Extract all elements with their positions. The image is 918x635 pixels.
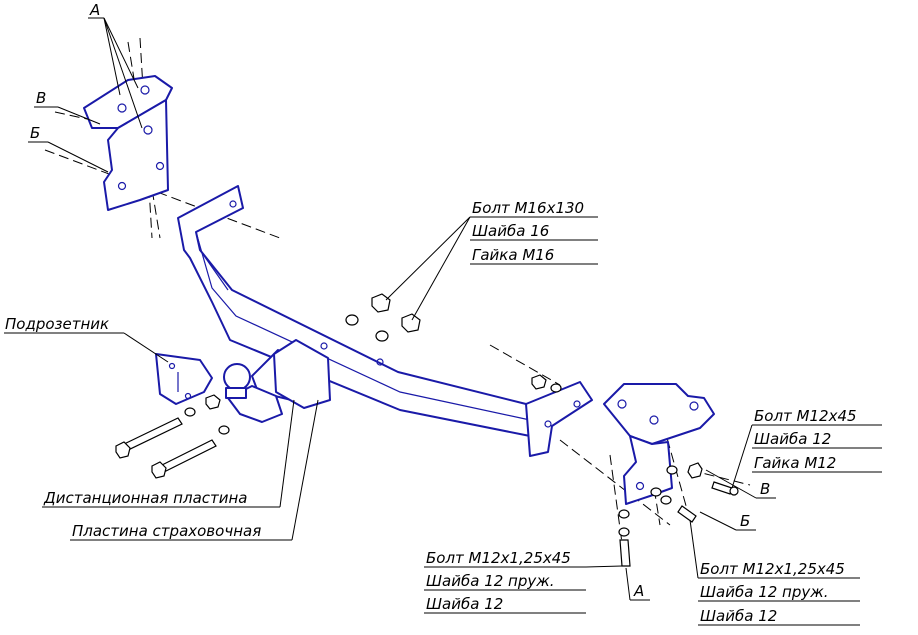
label-socket-bracket: Подрозетник [5, 315, 109, 333]
towbar-crossbar [177, 185, 593, 457]
centerlines [44, 37, 751, 566]
leader-lines [4, 17, 882, 626]
label-spacer-plate: Дистанционная пластина [43, 489, 248, 507]
label-spring-washer-right: Шайба 12 пруж. [700, 583, 829, 601]
marker-b-right: Б [740, 512, 750, 530]
label-washer-12-left: Шайба 12 [426, 595, 503, 613]
label-nut-m12: Гайка М12 [754, 454, 836, 472]
label-nut-m16: Гайка М16 [472, 246, 554, 264]
hitch-ball-assembly [155, 339, 331, 423]
fasteners [115, 293, 739, 567]
label-bolt-m12x45: Болт М12х45 [754, 407, 857, 425]
label-washer-16: Шайба 16 [472, 222, 549, 240]
marker-v-right: В [760, 480, 770, 498]
part-labels: Болт М16х130 Шайба 16 Гайка М16 Подрозет… [5, 1, 857, 625]
marker-b-left: Б [30, 124, 40, 142]
marker-v-left: В [36, 89, 46, 107]
label-washer-12-a: Шайба 12 [754, 430, 831, 448]
marker-a-bottom: А [633, 582, 644, 600]
label-washer-12-right: Шайба 12 [700, 607, 777, 625]
marker-a-top: А [89, 1, 100, 19]
label-bolt-m16: Болт М16х130 [472, 199, 584, 217]
label-spring-washer-left: Шайба 12 пруж. [426, 572, 555, 590]
label-bolt-m12x125-right: Болт М12х1,25х45 [700, 560, 845, 578]
label-safety-plate: Пластина страховочная [72, 522, 261, 540]
label-bolt-m12x125-left: Болт М12х1,25х45 [426, 549, 571, 567]
right-bracket [603, 383, 715, 505]
left-bracket [83, 75, 173, 211]
